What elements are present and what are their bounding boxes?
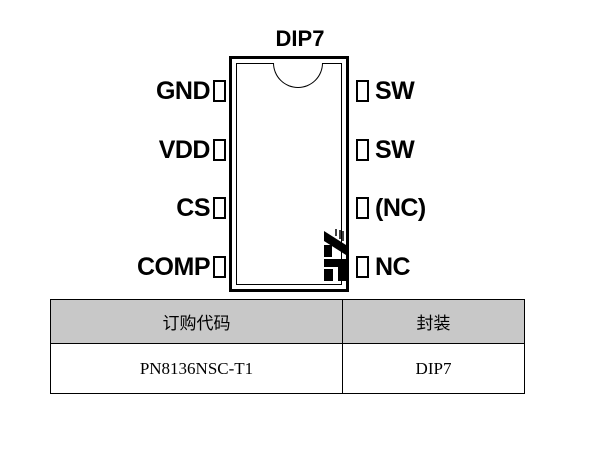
pin-label-cs: CS <box>176 194 210 222</box>
table-row: PN8136NSC-T1 DIP7 <box>50 343 525 394</box>
pin-right-2 <box>356 139 369 161</box>
pin-label-sw-1: SW <box>375 77 415 105</box>
order-info-table: 订购代码 封装 PN8136NSC-T1 DIP7 <box>50 299 525 394</box>
package-title: DIP7 <box>275 26 325 51</box>
cell-order-code: PN8136NSC-T1 <box>50 343 343 394</box>
pin-right-3 <box>356 197 369 219</box>
pin-left-1 <box>213 80 226 102</box>
pin-left-3 <box>213 197 226 219</box>
chiphomer-logo-icon <box>324 229 346 281</box>
ic-package-body <box>229 56 349 292</box>
pin-left-2 <box>213 139 226 161</box>
pin-label-comp: COMP <box>137 253 211 281</box>
pin-right-1 <box>356 80 369 102</box>
pin-label-sw-2: SW <box>375 136 415 164</box>
header-order-code: 订购代码 <box>50 299 343 344</box>
pin-label-nc-paren: (NC) <box>375 194 426 222</box>
pin-label-nc: NC <box>375 253 411 281</box>
pin-right-4 <box>356 256 369 278</box>
pin-label-vdd: VDD <box>158 136 211 164</box>
pin1-notch <box>273 63 323 88</box>
cell-package: DIP7 <box>342 343 525 394</box>
header-package: 封装 <box>342 299 525 344</box>
pin-left-4 <box>213 256 226 278</box>
table-header-row: 订购代码 封装 <box>50 299 525 344</box>
pin-label-gnd: GND <box>155 77 211 105</box>
